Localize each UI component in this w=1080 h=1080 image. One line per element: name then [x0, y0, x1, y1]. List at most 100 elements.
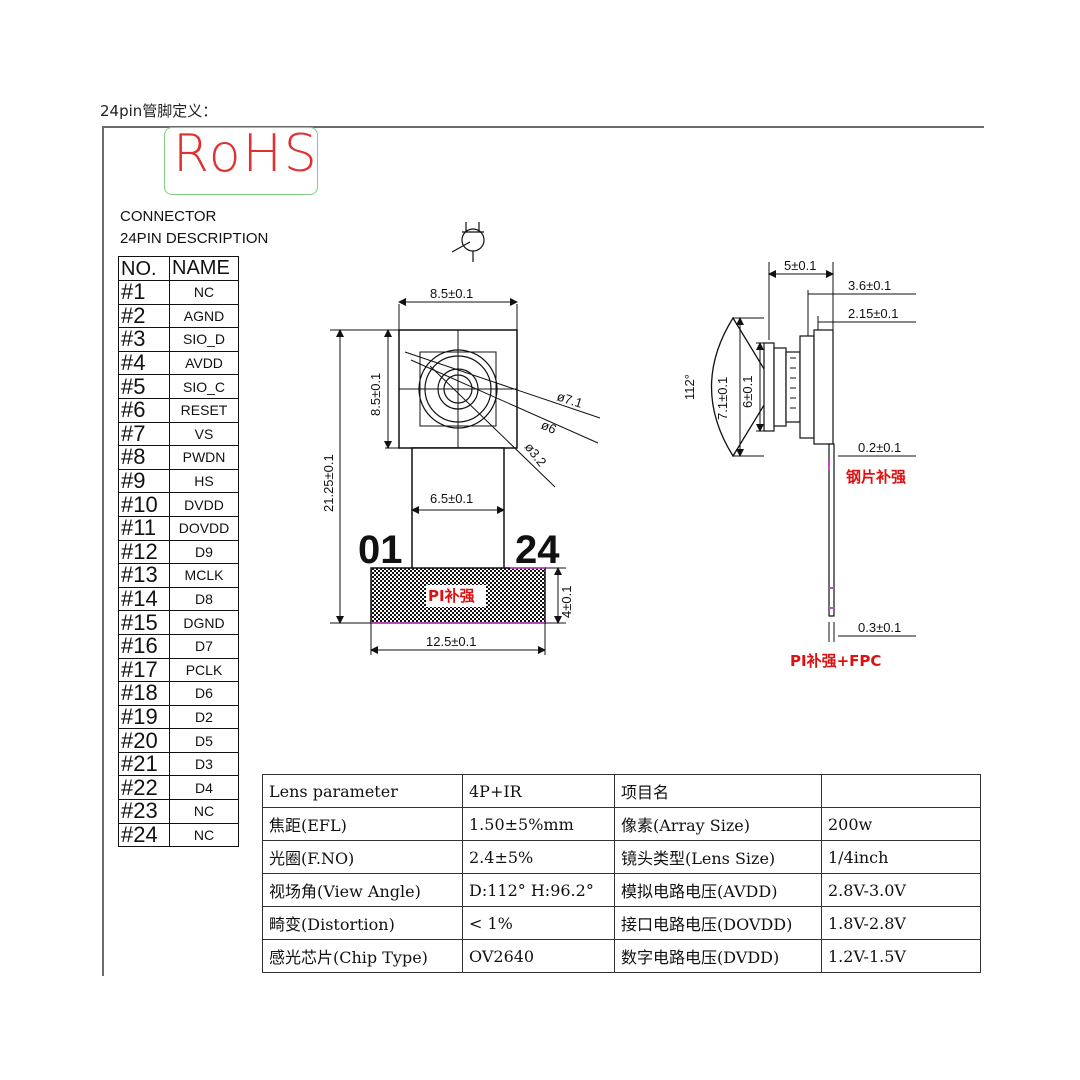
- spec-value: 1/4inch: [821, 840, 981, 874]
- pin-table-header: NO. NAME: [118, 256, 239, 281]
- pin-number: #3: [118, 327, 170, 352]
- pin-number: #13: [118, 563, 170, 588]
- spec-label: 镜头类型(Lens Size): [614, 840, 822, 874]
- param-value: 1.50±5%mm: [462, 807, 615, 841]
- pin-name: D2: [169, 704, 239, 730]
- pin-name: AVDD: [169, 350, 239, 376]
- pin-number: #19: [118, 704, 170, 730]
- dim-fpc-width: 6.5±0.1: [430, 491, 473, 506]
- pin-number: #2: [118, 303, 170, 329]
- dim-dia-inner: ø3.2: [522, 440, 550, 470]
- spec-label: 项目名: [614, 774, 822, 808]
- lens-barrel-icon: [418, 349, 498, 429]
- pin-number: #14: [118, 586, 170, 612]
- dim-6: 6±0.1: [740, 376, 755, 408]
- pin-name: PCLK: [169, 657, 239, 683]
- dim-3-6: 3.6±0.1: [848, 278, 891, 293]
- param-label: 视场角(View Angle): [262, 873, 463, 907]
- param-value: 2.4±5%: [462, 840, 615, 874]
- param-label: 焦距(EFL): [262, 807, 463, 841]
- spec-value: 1.2V-1.5V: [821, 939, 981, 973]
- dim-total-height: 21.25±0.1: [321, 454, 336, 512]
- param-label: 畸变(Distortion): [262, 906, 463, 940]
- connector-title: CONNECTOR 24PIN DESCRIPTION: [120, 206, 268, 250]
- rohs-logo-text: RoHS: [173, 124, 319, 184]
- pin-name: NC: [169, 799, 239, 824]
- pin-number: #7: [118, 421, 170, 447]
- spec-label: 接口电路电压(DOVDD): [614, 906, 822, 940]
- pin-name: AGND: [169, 303, 239, 329]
- param-label: 感光芯片(Chip Type): [262, 939, 463, 973]
- param-value: 4P+IR: [462, 774, 615, 808]
- pin-number: #24: [118, 822, 170, 848]
- pin-number: #6: [118, 397, 170, 423]
- pin-name-header: NAME: [169, 256, 239, 281]
- param-label: Lens parameter: [262, 774, 463, 808]
- pin-name: PWDN: [169, 445, 239, 470]
- pin-number: #16: [118, 633, 170, 659]
- param-row: 视场角(View Angle)D:112° H:96.2°模拟电路电压(AVDD…: [262, 873, 981, 907]
- dim-dia-mid: ø6: [539, 417, 559, 437]
- plug-icon: [451, 222, 485, 262]
- spec-label: 数字电路电压(DVDD): [614, 939, 822, 973]
- pin-name: HS: [169, 468, 239, 494]
- pin-number: #11: [118, 515, 170, 541]
- pin-number: #23: [118, 799, 170, 824]
- spec-value: 2.8V-3.0V: [821, 873, 981, 907]
- pin-name: SIO_D: [169, 327, 239, 352]
- spec-label: 模拟电路电压(AVDD): [614, 873, 822, 907]
- dim-0-2: 0.2±0.1: [858, 440, 901, 455]
- pin-number: #4: [118, 350, 170, 376]
- spec-value: [821, 774, 981, 808]
- pin-name: D3: [169, 751, 239, 777]
- param-value: D:112° H:96.2°: [462, 873, 615, 907]
- pin-number: #22: [118, 775, 170, 801]
- pin-name: DVDD: [169, 492, 239, 517]
- pin-number: #8: [118, 445, 170, 470]
- dim-top-width: 8.5±0.1: [430, 286, 473, 301]
- pin-name: D6: [169, 681, 239, 706]
- pin-name: NC: [169, 280, 239, 305]
- dim-7-1: 7.1±0.1: [715, 377, 730, 420]
- pin-name: NC: [169, 822, 239, 848]
- connector-title-line2: 24PIN DESCRIPTION: [120, 230, 269, 247]
- pin-first-label: 01: [358, 528, 403, 572]
- pin-no-header: NO.: [118, 256, 170, 281]
- param-value: < 1%: [462, 906, 615, 940]
- pin-name: VS: [169, 421, 239, 447]
- fpc-tail: [411, 447, 505, 571]
- pin-number: #5: [118, 374, 170, 399]
- dim-left-height: 8.5±0.1: [368, 373, 383, 416]
- connector-title-line1: CONNECTOR: [120, 208, 217, 225]
- pin-last-label: 24: [515, 528, 560, 572]
- dim-2-15: 2.15±0.1: [848, 306, 899, 321]
- pin-number: #9: [118, 468, 170, 494]
- page-heading: 24pin管脚定义：: [100, 102, 218, 120]
- spec-value: 200w: [821, 807, 981, 841]
- spec-value: 1.8V-2.8V: [821, 906, 981, 940]
- drawing-frame: [102, 126, 984, 976]
- flex-side: [828, 443, 835, 617]
- pin-name: DOVDD: [169, 515, 239, 541]
- side-view: 5±0.1 3.6±0.1 2.15±0.1 7.1±0.1 6±0.1 112…: [682, 258, 916, 670]
